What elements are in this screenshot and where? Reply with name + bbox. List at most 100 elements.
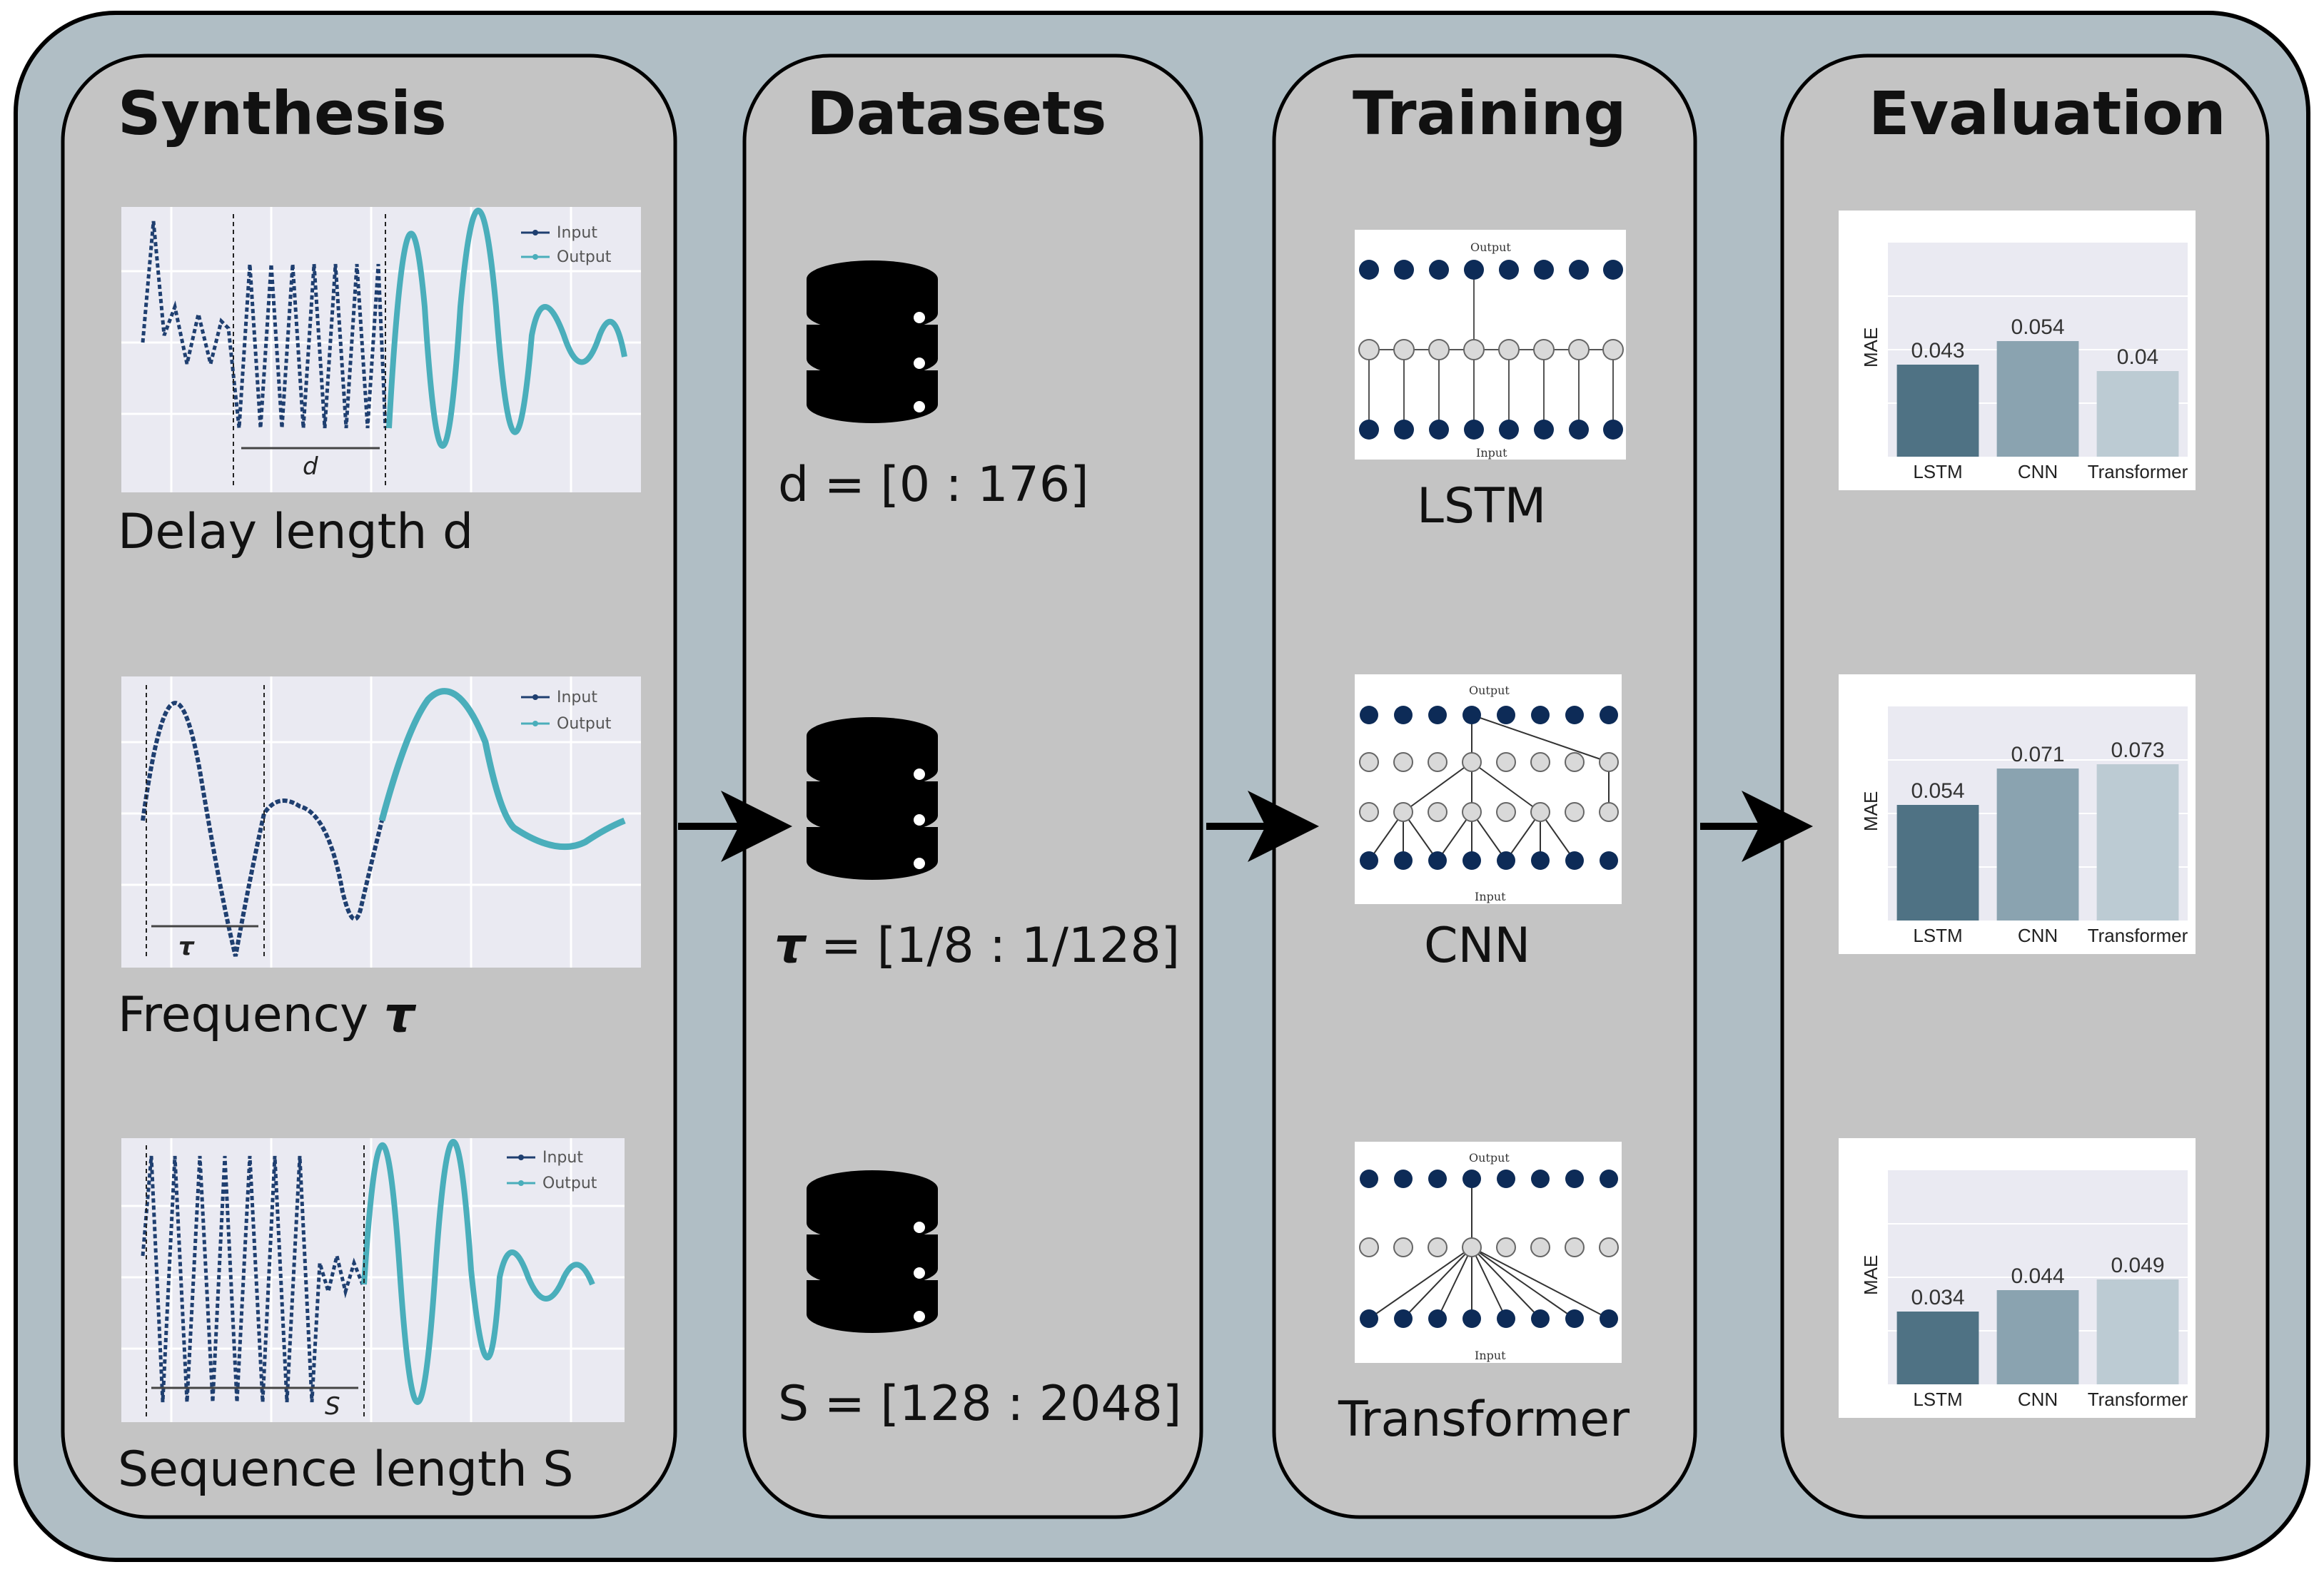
lstm-label: LSTM [1417, 478, 1546, 534]
output-node [1565, 1170, 1584, 1188]
datasets-title: Datasets [807, 78, 1106, 148]
input-node [1464, 420, 1484, 440]
bar [1996, 769, 2079, 921]
output-node [1565, 706, 1584, 724]
frequency-output-wave [378, 688, 626, 851]
evaluation-title: Evaluation [1869, 78, 2226, 148]
bar [2096, 764, 2179, 921]
output-node [1462, 1170, 1481, 1188]
delay-output-wave [386, 208, 627, 449]
output-node [1429, 260, 1449, 280]
database-icon [807, 717, 938, 880]
hidden-node [1428, 802, 1448, 822]
dataset-range-sequence: S = [128 : 2048] [778, 1376, 1181, 1432]
input-node [1429, 420, 1449, 440]
input-node [1600, 851, 1618, 870]
input-node [1531, 1309, 1550, 1328]
input-node [1359, 420, 1379, 440]
input-node [1428, 1309, 1447, 1328]
output-node [1600, 706, 1618, 724]
svg-text:Output: Output [1469, 684, 1510, 697]
input-node [1600, 1309, 1618, 1328]
output-node [1497, 1170, 1515, 1188]
datasets-panel: Datasets d = [0 : 176] τ = [1/8 : 1/128] [742, 54, 1203, 1519]
delay-plot: d Input Output [121, 207, 641, 492]
hidden-node [1565, 1237, 1585, 1257]
hidden-node [1565, 752, 1585, 772]
input-node [1394, 1309, 1413, 1328]
output-node [1360, 1170, 1378, 1188]
delay-marker: d [303, 452, 318, 481]
bar-value-label: 0.071 [2011, 743, 2064, 766]
delay-legend: Input Output [521, 224, 612, 266]
hidden-node [1462, 802, 1482, 822]
hidden-node [1393, 752, 1413, 772]
hidden-node [1530, 1237, 1550, 1257]
bar [1896, 365, 1979, 457]
x-tick-label: LSTM [1913, 461, 1962, 482]
svg-text:Output: Output [1470, 240, 1511, 254]
hidden-node [1496, 1237, 1516, 1257]
sequence-legend: Input Output [507, 1149, 597, 1192]
input-node [1360, 1309, 1378, 1328]
frequency-legend: Input Output [521, 689, 612, 733]
input-node [1497, 1309, 1515, 1328]
output-node [1428, 1170, 1447, 1188]
svg-text:Input: Input [1476, 446, 1507, 460]
svg-text:Output: Output [542, 1175, 597, 1192]
output-node [1569, 260, 1589, 280]
input-node [1603, 420, 1623, 440]
output-node [1394, 1170, 1413, 1188]
bar-value-label: 0.044 [2011, 1264, 2064, 1288]
output-node [1497, 706, 1515, 724]
x-tick-label: Transformer [2088, 1389, 2188, 1410]
x-tick-label: LSTM [1913, 1389, 1962, 1410]
bar-value-label: 0.054 [1911, 779, 1964, 803]
output-node [1534, 260, 1554, 280]
sequence-output-wave [361, 1139, 595, 1405]
hidden-node [1599, 802, 1619, 822]
svg-text:Input: Input [557, 689, 597, 706]
input-node [1462, 1309, 1481, 1328]
output-node [1360, 706, 1378, 724]
output-node [1531, 1170, 1550, 1188]
hidden-node [1462, 752, 1482, 772]
bar [2096, 1279, 2179, 1384]
hidden-node [1359, 1237, 1379, 1257]
hidden-node [1599, 752, 1619, 772]
input-node [1534, 420, 1554, 440]
bar-value-label: 0.049 [2111, 1254, 2164, 1277]
hidden-node [1498, 339, 1520, 360]
hidden-node [1530, 802, 1550, 822]
bar [1896, 1312, 1979, 1384]
y-axis-label: MAE [1860, 328, 1881, 367]
frequency-caption: Frequency τ [118, 987, 417, 1043]
input-node [1428, 851, 1447, 870]
output-node [1462, 706, 1481, 724]
sequence-input-wave [141, 1155, 365, 1403]
sequence-plot: S Input Output [121, 1138, 625, 1422]
database-icon [807, 260, 938, 423]
bar-value-label: 0.054 [2011, 315, 2064, 339]
hidden-node [1602, 339, 1624, 360]
hidden-node [1462, 1237, 1482, 1257]
dataset-range-delay: d = [0 : 176] [778, 457, 1089, 513]
svg-text:Input: Input [1475, 890, 1506, 903]
lstm-diagram: Output Input [1355, 230, 1626, 460]
input-node [1394, 851, 1413, 870]
hidden-node [1358, 339, 1380, 360]
x-tick-label: Transformer [2088, 925, 2188, 946]
hidden-node [1533, 339, 1555, 360]
hidden-node [1463, 339, 1485, 360]
sequence-marker: S [325, 1392, 340, 1421]
transformer-diagram: Output Input [1355, 1142, 1622, 1363]
sequence-caption: Sequence length S [118, 1441, 574, 1498]
output-node [1464, 260, 1484, 280]
bar-value-label: 0.043 [1911, 339, 1964, 362]
bar [1896, 805, 1979, 921]
hidden-node [1568, 339, 1590, 360]
cnn-diagram: Output Input [1355, 674, 1622, 904]
